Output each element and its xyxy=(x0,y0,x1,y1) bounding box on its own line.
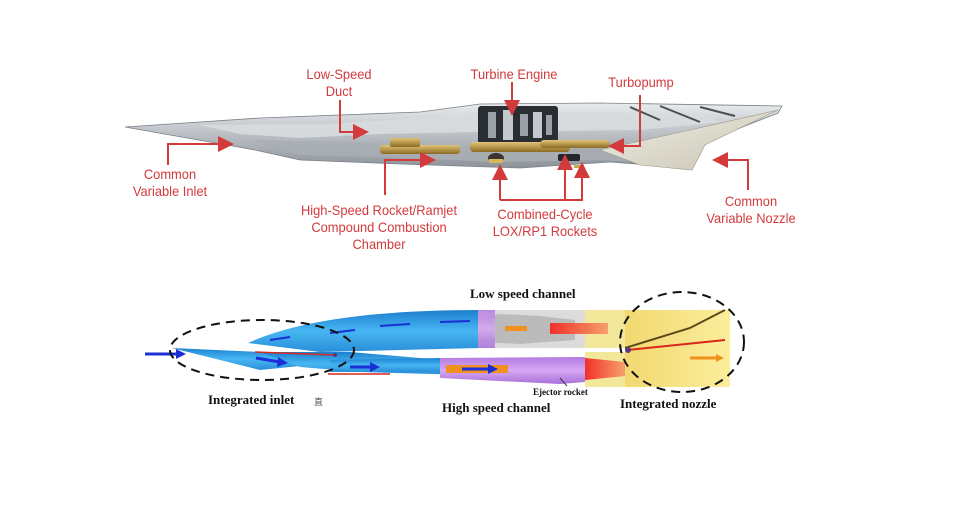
integrated-nozzle-highlight xyxy=(619,291,745,393)
label-turbopump: Turbopump xyxy=(608,74,674,90)
label-integrated-inlet: Integrated inlet xyxy=(208,392,295,407)
label-inlet-artifact-glyph: 直 xyxy=(314,398,324,408)
integrated-nozzle-body xyxy=(624,309,730,387)
arrow-common-variable-inlet xyxy=(167,136,234,165)
label-high-speed-chamber: High-Speed Rocket/Ramjet Compound Combus… xyxy=(300,202,458,252)
label-low-speed-channel: Low speed channel xyxy=(470,286,576,301)
label-high-speed-channel: High speed channel xyxy=(442,400,551,415)
inlet-guide-lines xyxy=(254,351,390,375)
arrow-low-speed-duct xyxy=(339,100,369,140)
label-common-variable-inlet: Common Variable Inlet xyxy=(132,166,208,199)
arrow-common-variable-nozzle xyxy=(712,152,749,190)
label-common-variable-nozzle: Common Variable Nozzle xyxy=(706,193,796,226)
arrow-rockets xyxy=(499,165,583,201)
label-turbine-engine: Turbine Engine xyxy=(470,66,558,82)
label-combined-cycle-rockets: Combined-Cycle LOX/RP1 Rockets xyxy=(492,206,598,239)
flow-arrows xyxy=(145,349,498,374)
ejector-rocket-leader xyxy=(559,377,568,387)
arrow-turbopump xyxy=(608,95,641,154)
integrated-inlet-highlight xyxy=(169,319,355,381)
label-ejector-rocket: Ejector rocket xyxy=(533,387,588,397)
arrow-high-speed-chamber xyxy=(384,152,436,195)
turbine-engine-component xyxy=(478,106,558,144)
label-low-speed-duct: Low-Speed Duct xyxy=(306,66,372,99)
engine-body xyxy=(124,102,783,171)
high-speed-channel-duct xyxy=(330,352,625,387)
leader-arrows xyxy=(167,82,749,201)
label-integrated-nozzle: Integrated nozzle xyxy=(620,396,717,411)
low-speed-channel-duct xyxy=(248,310,625,352)
